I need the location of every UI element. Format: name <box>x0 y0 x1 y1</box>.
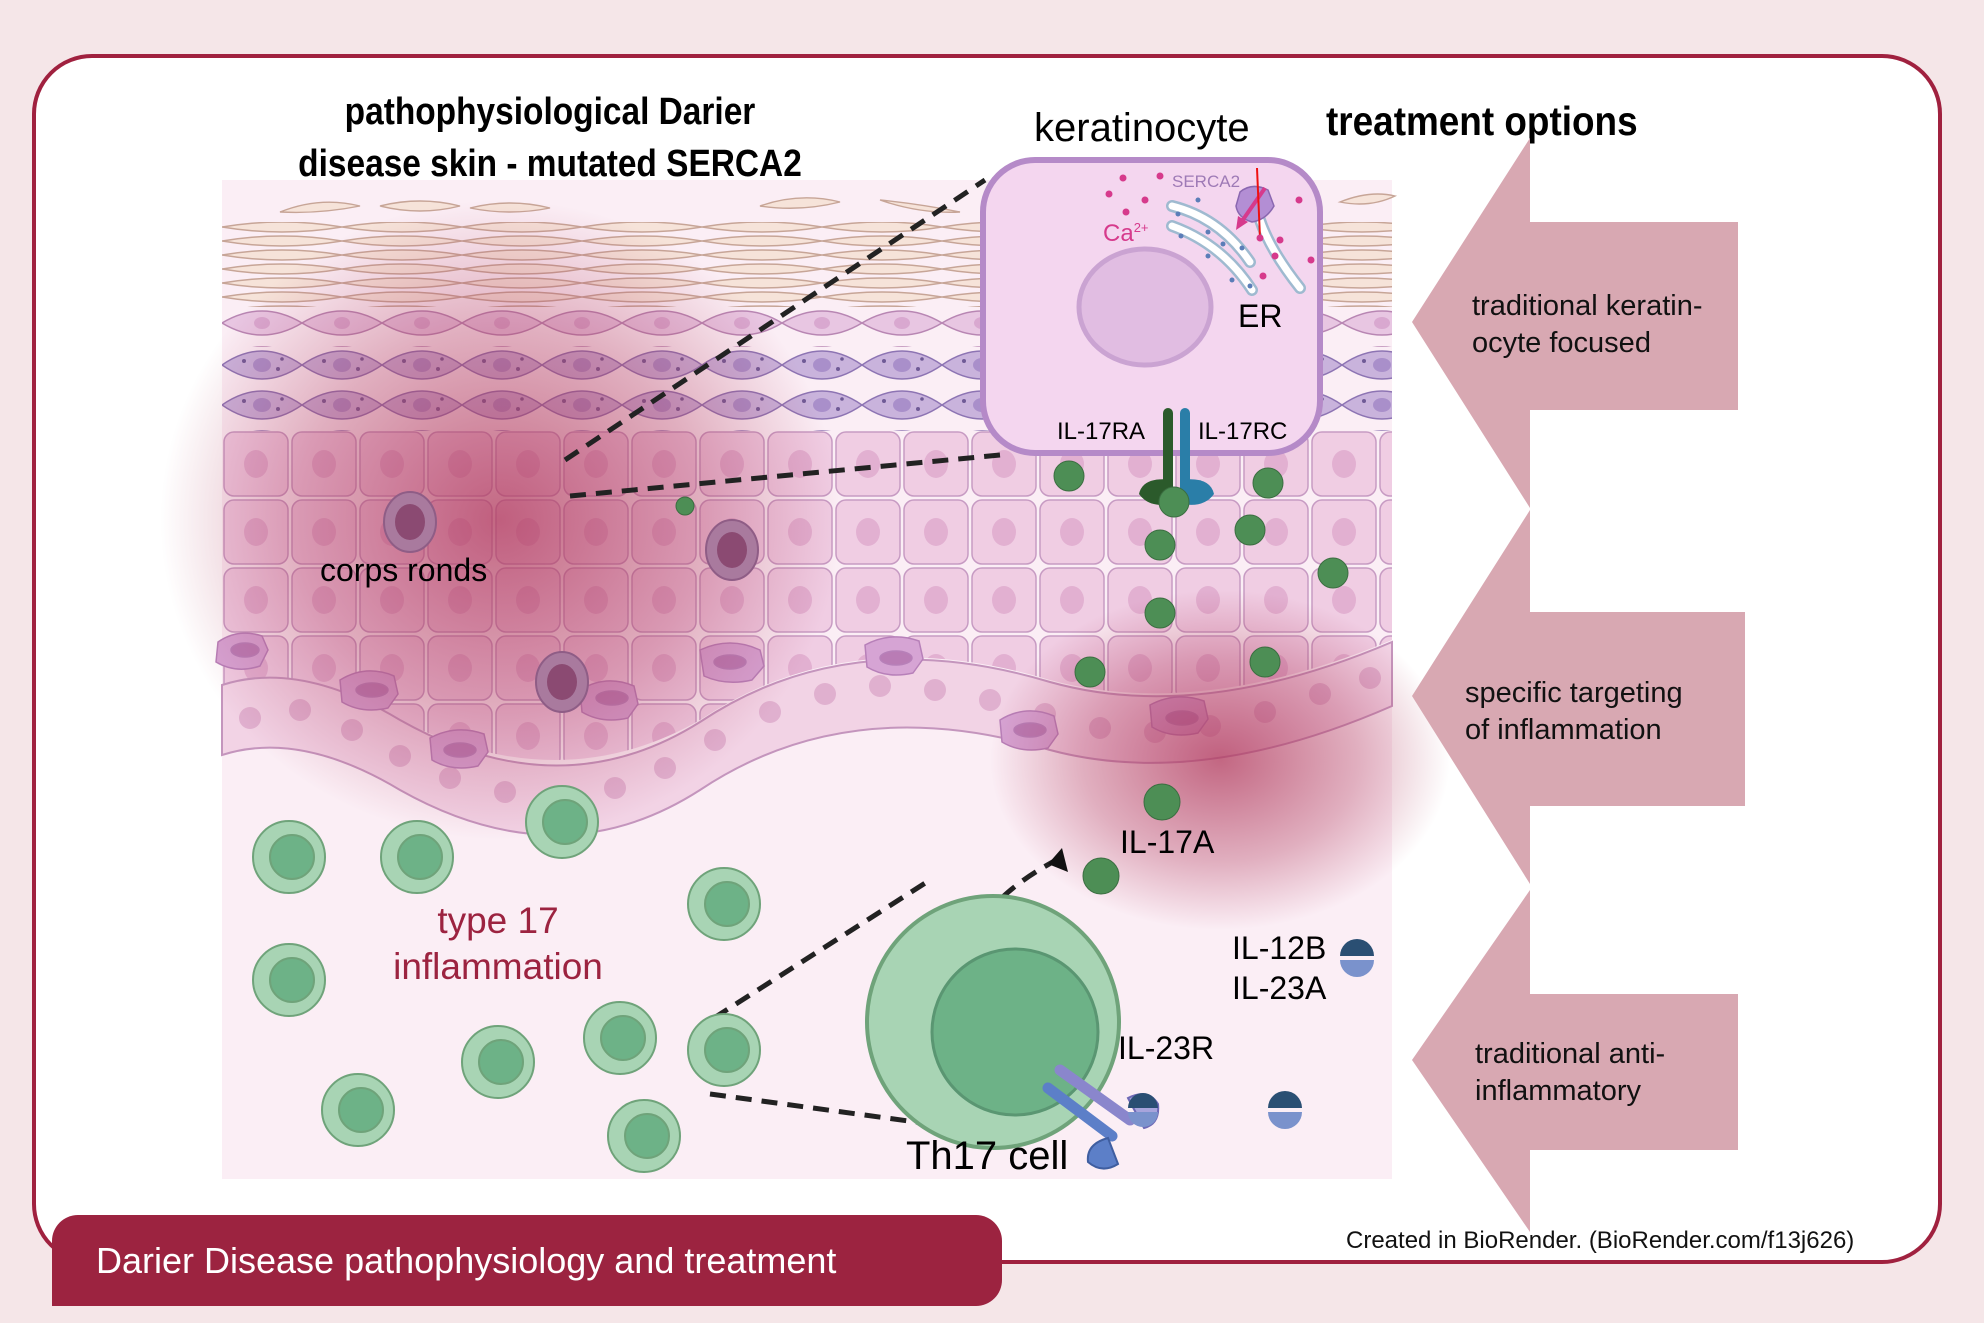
il17a-label: IL-17A <box>1120 824 1215 860</box>
type17-line-2: inflammation <box>393 946 603 987</box>
treatment-2-line-1: specific targeting <box>1465 677 1683 709</box>
treatment-1-line-2: ocyte focused <box>1472 327 1651 359</box>
treatment-specific-targeting: specific targeting of inflammation <box>1465 675 1683 749</box>
biorender-credit: Created in BioRender. (BioRender.com/f13… <box>1346 1227 1855 1254</box>
nucleus <box>1076 246 1214 368</box>
arrow-specific-targeting <box>1412 510 1745 884</box>
ribosomes <box>1175 197 1253 289</box>
treatment-options-title: treatment options <box>1326 98 1638 144</box>
treatment-arrows <box>1412 138 1745 1232</box>
il17ra-label: IL-17RA <box>1057 418 1146 445</box>
il17rc-label: IL-17RC <box>1198 418 1288 445</box>
treatment-keratinocyte-focused: traditional keratin- ocyte focused <box>1472 288 1703 362</box>
treatment-2-line-2: of inflammation <box>1465 714 1662 746</box>
il12b-text: IL-12B <box>1232 930 1327 966</box>
corps-ronds-cells <box>383 491 759 713</box>
er-lumen <box>1168 202 1304 294</box>
title-line-2: disease skin - mutated SERCA2 <box>298 143 802 185</box>
treatment-3-line-1: traditional anti- <box>1475 1038 1666 1070</box>
arrow-keratinocyte-focused <box>1412 138 1738 508</box>
calcium-label: Ca2+ <box>1103 220 1149 248</box>
inflammation-glow-right <box>990 590 1450 930</box>
il12b-il23a-label: IL-12B IL-23A <box>1232 928 1326 1008</box>
th17-cell <box>865 894 1121 1150</box>
t-cells <box>252 785 761 1173</box>
th17-cell-label: Th17 cell <box>906 1134 1069 1178</box>
type17-inflammation-label: type 17 inflammation <box>378 898 618 990</box>
pathophysiology-title: pathophysiological Darier disease skin -… <box>268 86 831 190</box>
corps-ronds-label: corps ronds <box>320 552 488 588</box>
er-label: ER <box>1238 298 1283 334</box>
footer-title-banner: Darier Disease pathophysiology and treat… <box>52 1215 1002 1306</box>
arrow-anti-inflammatory <box>1412 890 1738 1232</box>
il17rc-receptor-icon <box>1180 408 1214 505</box>
il23r-label: IL-23R <box>1118 1030 1215 1066</box>
calcium-text: Ca <box>1103 220 1134 247</box>
il17a-cytokines <box>675 460 1349 895</box>
calcium-ions <box>1105 172 1315 280</box>
keratinocyte-label: keratinocyte <box>1034 106 1250 150</box>
treatment-anti-inflammatory: traditional anti- inflammatory <box>1475 1036 1665 1110</box>
treatment-1-line-1: traditional keratin- <box>1472 290 1703 322</box>
il23-cytokines <box>1128 939 1374 1129</box>
inflammation-glow-left <box>160 200 840 840</box>
calcium-charge: 2+ <box>1133 220 1149 235</box>
il23a-text: IL-23A <box>1232 970 1327 1006</box>
type17-line-1: type 17 <box>437 900 559 941</box>
secretion-arrowhead-icon <box>1048 848 1068 872</box>
serca2-label: SERCA2 <box>1172 172 1241 191</box>
title-line-1: pathophysiological Darier <box>344 91 756 133</box>
serca2-pump-icon <box>1235 167 1275 239</box>
treatment-3-line-2: inflammatory <box>1475 1075 1641 1107</box>
